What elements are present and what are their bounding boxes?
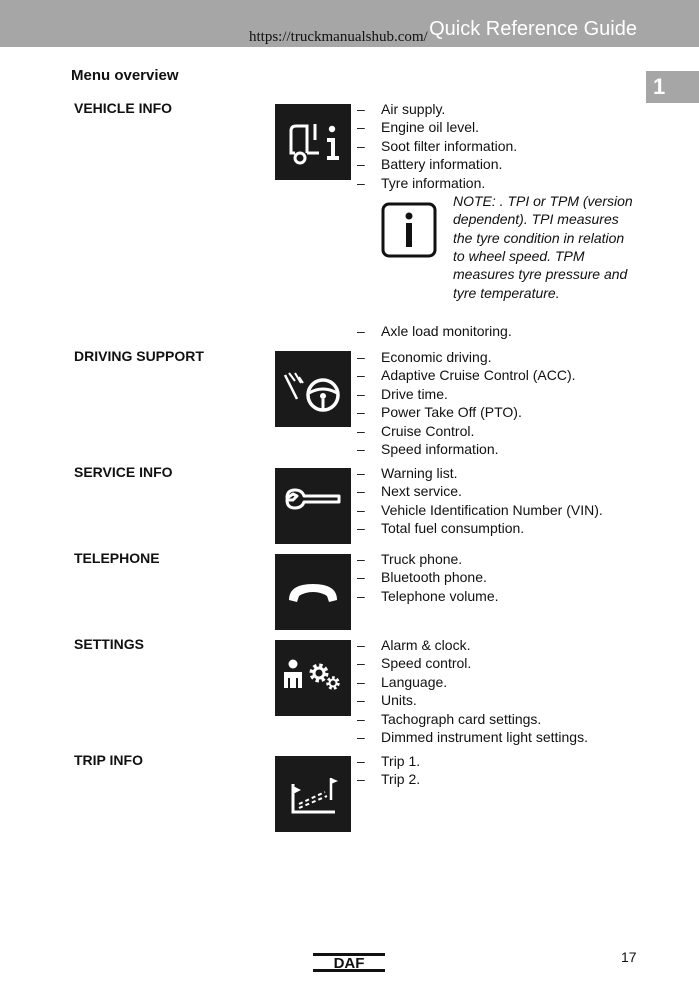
list-item: –Speed control.: [357, 655, 472, 672]
info-icon: [381, 202, 437, 258]
list-item: –Tachograph card settings.: [357, 710, 542, 727]
list-item: –Dimmed instrument light settings.: [357, 729, 588, 746]
list-item: –Next service.: [357, 483, 462, 500]
list-item: –Engine oil level.: [357, 119, 480, 136]
steering-wheel-icon: [275, 351, 351, 427]
section-label: SETTINGS: [74, 636, 145, 652]
trip-flags-icon: [275, 756, 351, 832]
list-item: –Adaptive Cruise Control (ACC).: [357, 367, 576, 384]
list-item: –Battery information.: [357, 156, 503, 173]
header-url[interactable]: https://truckmanualshub.com/: [249, 29, 428, 45]
person-gears-icon: [275, 640, 351, 716]
list-item: –Air supply.: [357, 101, 446, 117]
daf-logo: DAF: [313, 953, 385, 972]
list-item: –Axle load monitoring.: [357, 323, 512, 340]
list-item: –Alarm & clock.: [357, 637, 471, 653]
wrench-icon: [275, 468, 351, 544]
logo-text: DAF: [334, 955, 365, 972]
list-item: –Trip 1.: [357, 753, 421, 769]
list-item: –Cruise Control.: [357, 422, 475, 439]
page-number: 17: [621, 949, 637, 965]
list-item: –Power Take Off (PTO).: [357, 404, 522, 421]
list-item: –Trip 2.: [357, 771, 421, 788]
header-bar: Quick Reference Guide: [0, 0, 699, 47]
section-label: DRIVING SUPPORT: [74, 348, 204, 364]
list-item: –Warning list.: [357, 465, 458, 481]
list-item: –Total fuel consumption.: [357, 520, 525, 537]
list-item: –Units.: [357, 692, 417, 709]
list-item: –Language.: [357, 673, 448, 690]
page-title: Menu overview: [71, 67, 179, 84]
chapter-tab: 1: [646, 71, 699, 103]
list-item: –Vehicle Identification Number (VIN).: [357, 501, 603, 518]
list-item: –Economic driving.: [357, 349, 492, 365]
truck-info-icon: [275, 104, 351, 180]
section-label: SERVICE INFO: [74, 464, 173, 480]
list-item: –Tyre information.: [357, 174, 486, 191]
list-item: –Soot filter information.: [357, 137, 518, 154]
header-title: Quick Reference Guide: [429, 18, 637, 40]
phone-handset-icon: [275, 554, 351, 630]
section-label: TRIP INFO: [74, 752, 143, 768]
note-text: NOTE: . TPI or TPM (version dependent). …: [453, 193, 633, 301]
note-block: NOTE: . TPI or TPM (version dependent). …: [357, 192, 661, 322]
list-item: –Drive time.: [357, 385, 448, 402]
list-item: –Telephone volume.: [357, 587, 499, 604]
list-item: –Speed information.: [357, 441, 499, 458]
list-item: –Bluetooth phone.: [357, 569, 487, 586]
section-label: VEHICLE INFO: [74, 100, 173, 116]
list-item: –Truck phone.: [357, 551, 463, 567]
section-label: TELEPHONE: [74, 550, 160, 566]
